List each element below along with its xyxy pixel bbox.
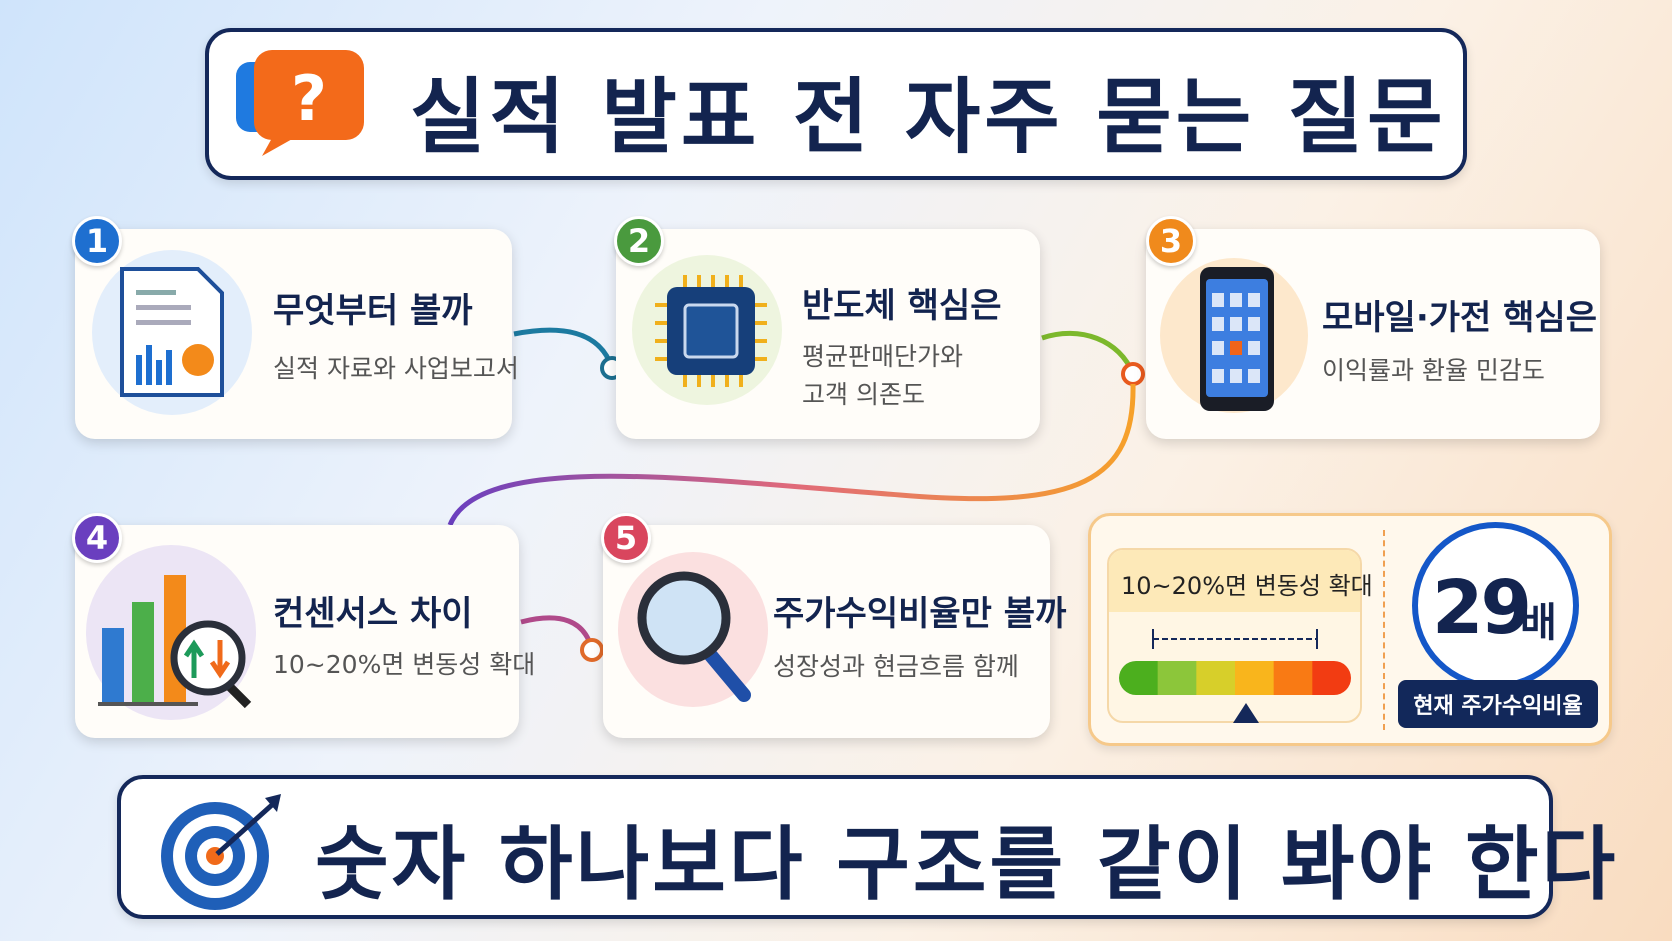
per-circle [1412,522,1579,689]
step-sub-1: 실적 자료와 사업보고서 [273,354,519,383]
gauge-segment [1157,661,1198,695]
gauge-segment [1119,661,1159,695]
conclusion-banner [117,775,1553,919]
divider [1383,530,1385,730]
page-title: 실적 발표 전 자주 묻는 질문 [410,70,1447,165]
gauge-bar [1119,629,1351,723]
step-heading-4: 컨센서스 차이 [273,594,473,634]
step-badge-1: 1 [72,216,122,266]
step-heading-1: 무엇부터 볼까 [273,291,473,331]
question-speech-bubble-icon: ? [236,50,364,156]
step-sub-2a: 평균판매단가와 [802,342,964,371]
step-badge-3: 3 [1146,216,1196,266]
step-heading-5: 주가수익비율만 볼까 [773,594,1067,634]
gauge-label: 10~20%면 변동성 확대 [1121,572,1373,600]
per-caption: 현재 주가수익비율 [1398,680,1598,728]
step-badge-5: 5 [601,513,651,563]
per-value: 29 [1432,565,1532,651]
svg-text:?: ? [291,62,327,135]
smartphone-icon [1200,267,1274,411]
magnifier-icon [637,571,751,702]
gauge-segment [1235,661,1275,695]
gauge-segment [1196,661,1236,695]
step-heading-3: 모바일·가전 핵심은 [1322,298,1597,338]
step-heading-2: 반도체 핵심은 [802,286,1002,326]
chip-icon [655,275,767,387]
step-sub-3: 이익률과 환율 민감도 [1322,356,1545,385]
per-unit: 배 [1520,600,1557,646]
gauge-segment [1312,661,1351,695]
target-arrow-icon [161,794,281,910]
step-sub-2b: 고객 의존도 [802,380,925,409]
document-chart-icon [120,267,224,397]
title-banner [205,28,1467,180]
gauge-segment [1273,661,1314,695]
step-sub-5: 성장성과 현금흐름 함께 [773,652,1019,681]
bar-chart-magnifier-icon [98,575,252,709]
step-sub-4: 10~20%면 변동성 확대 [273,650,536,679]
step-badge-2: 2 [614,216,664,266]
conclusion-text: 숫자 하나보다 구조를 같이 봐야 한다 [315,818,1619,911]
gauge-pointer [1233,703,1259,723]
step-badge-4: 4 [72,513,122,563]
